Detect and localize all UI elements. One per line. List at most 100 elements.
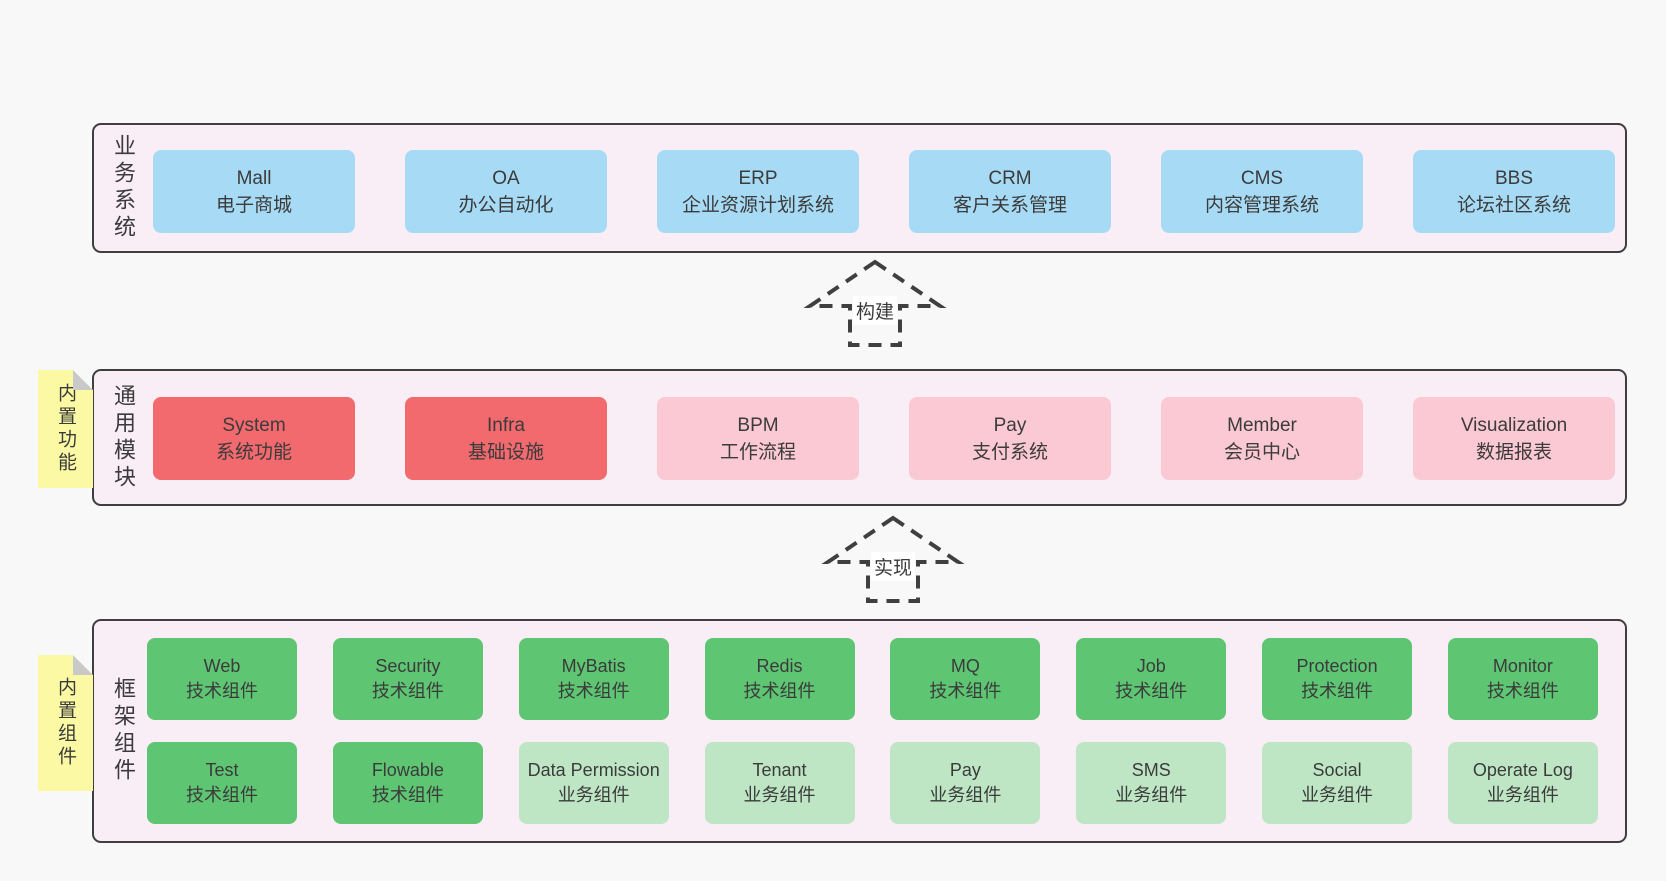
box-subtitle: 办公自动化 — [458, 194, 554, 216]
box-title: Test — [205, 760, 239, 780]
box-subtitle: 业务组件 — [743, 785, 816, 805]
section-label-components: 框架组件 — [111, 677, 136, 785]
box-subtitle: 技术组件 — [186, 785, 258, 805]
box-operate-log: Operate Log 业务组件 — [1447, 742, 1598, 824]
box-subtitle: 技术组件 — [371, 785, 444, 805]
box-title: CMS — [1240, 167, 1284, 189]
box-subtitle: 技术组件 — [1486, 681, 1559, 701]
box-title: Tenant — [752, 760, 807, 780]
box-subtitle: 基础设施 — [467, 441, 544, 463]
box-subtitle: 客户关系管理 — [952, 194, 1067, 216]
arrow-label-implement: 实现 — [870, 552, 916, 581]
box-job: Job 技术组件 — [1076, 638, 1227, 720]
box-subtitle: 技术组件 — [186, 681, 258, 701]
box-title: Web — [203, 656, 241, 676]
box-title: System — [222, 414, 286, 436]
note-label: 内置组件 — [55, 677, 76, 769]
box-subtitle: 技术组件 — [1115, 681, 1188, 701]
components-row-2: Test 技术组件 Flowable 技术组件 Data Permission … — [147, 742, 1598, 824]
box-mall: Mall 电子商城 — [153, 150, 355, 233]
box-test: Test 技术组件 — [147, 742, 297, 824]
box-title: Data Permission — [527, 760, 660, 780]
note-fold-corner-icon — [73, 655, 93, 675]
box-bbs: BBS 论坛社区系统 — [1413, 150, 1615, 233]
box-title: Redis — [756, 656, 803, 676]
box-subtitle: 技术组件 — [557, 681, 630, 701]
box-subtitle: 内容管理系统 — [1204, 194, 1319, 216]
box-web: Web 技术组件 — [147, 638, 297, 720]
box-title: BPM — [737, 414, 779, 436]
box-subtitle: 技术组件 — [929, 681, 1002, 701]
note-built-in-components: 内置组件 — [38, 655, 93, 791]
box-redis: Redis 技术组件 — [704, 638, 855, 720]
dashed-up-arrow-shape — [803, 259, 947, 347]
dashed-up-arrow-shape — [821, 515, 965, 603]
box-monitor: Monitor 技术组件 — [1447, 638, 1598, 720]
box-subtitle: 业务组件 — [1115, 785, 1188, 805]
framework-components-section: 框架组件 Web 技术组件 Security 技术组件 MyBatis 技术组件… — [92, 619, 1627, 843]
build-arrow: 构建 — [800, 255, 950, 350]
box-subtitle: 企业资源计划系统 — [681, 194, 834, 216]
note-fold-corner-icon — [73, 370, 93, 390]
box-title: ERP — [738, 167, 778, 189]
box-title: CRM — [988, 167, 1032, 189]
common-modules-section: 通用模块 System 系统功能 Infra 基础设施 BPM 工作流程 Pay… — [92, 369, 1627, 506]
box-title: MQ — [950, 656, 980, 676]
box-title: Member — [1227, 414, 1297, 436]
section-label-modules: 通用模块 — [111, 383, 136, 492]
modules-box-row: System 系统功能 Infra 基础设施 BPM 工作流程 Pay 支付系统… — [153, 397, 1615, 480]
box-tenant: Tenant 业务组件 — [704, 742, 855, 824]
box-cms: CMS 内容管理系统 — [1161, 150, 1363, 233]
box-subtitle: 系统功能 — [215, 441, 292, 463]
box-mybatis: MyBatis 技术组件 — [518, 638, 669, 720]
arrow-label-build: 构建 — [852, 296, 898, 325]
box-title: MyBatis — [561, 656, 626, 676]
box-infra: Infra 基础设施 — [405, 397, 607, 480]
box-title: BBS — [1494, 167, 1534, 189]
box-title: Security — [375, 656, 441, 676]
implement-arrow: 实现 — [818, 511, 968, 606]
section-label-business: 业务系统 — [111, 134, 136, 242]
box-subtitle: 业务组件 — [929, 785, 1002, 805]
box-title: Job — [1136, 656, 1166, 676]
box-title: OA — [492, 167, 520, 189]
box-subtitle: 电子商城 — [215, 194, 292, 216]
box-title: Pay — [993, 414, 1027, 436]
box-subtitle: 技术组件 — [371, 681, 444, 701]
box-title: SMS — [1131, 760, 1171, 780]
box-system: System 系统功能 — [153, 397, 355, 480]
note-built-in-functions: 内置功能 — [38, 370, 93, 488]
box-title: Protection — [1296, 656, 1378, 676]
box-subtitle: 支付系统 — [971, 441, 1048, 463]
components-row-1: Web 技术组件 Security 技术组件 MyBatis 技术组件 Redi… — [147, 638, 1598, 720]
box-erp: ERP 企业资源计划系统 — [657, 150, 859, 233]
box-title: Flowable — [371, 760, 444, 780]
box-title: Infra — [486, 414, 526, 436]
box-subtitle: 数据报表 — [1475, 441, 1552, 463]
box-title: Mall — [236, 167, 272, 189]
box-data-permission: Data Permission 业务组件 — [518, 742, 669, 824]
business-box-row: Mall 电子商城 OA 办公自动化 ERP 企业资源计划系统 CRM 客户关系… — [153, 150, 1615, 233]
box-flowable: Flowable 技术组件 — [332, 742, 483, 824]
box-pay-component: Pay 业务组件 — [890, 742, 1041, 824]
box-subtitle: 论坛社区系统 — [1456, 194, 1571, 216]
box-crm: CRM 客户关系管理 — [909, 150, 1111, 233]
box-pay-module: Pay 支付系统 — [909, 397, 1111, 480]
box-subtitle: 会员中心 — [1223, 441, 1300, 463]
box-mq: MQ 技术组件 — [890, 638, 1041, 720]
box-subtitle: 业务组件 — [1301, 785, 1374, 805]
business-systems-section: 业务系统 Mall 电子商城 OA 办公自动化 ERP 企业资源计划系统 CRM… — [92, 123, 1627, 253]
box-sms: SMS 业务组件 — [1076, 742, 1227, 824]
box-subtitle: 工作流程 — [719, 441, 796, 463]
box-subtitle: 业务组件 — [1486, 785, 1559, 805]
box-subtitle: 业务组件 — [557, 785, 630, 805]
box-protection: Protection 技术组件 — [1262, 638, 1413, 720]
box-subtitle: 技术组件 — [1301, 681, 1374, 701]
box-social: Social 业务组件 — [1262, 742, 1413, 824]
box-visualization: Visualization 数据报表 — [1413, 397, 1615, 480]
box-security: Security 技术组件 — [332, 638, 483, 720]
box-title: Monitor — [1492, 656, 1553, 676]
box-title: Social — [1312, 760, 1362, 780]
box-title: Pay — [949, 760, 981, 780]
box-oa: OA 办公自动化 — [405, 150, 607, 233]
